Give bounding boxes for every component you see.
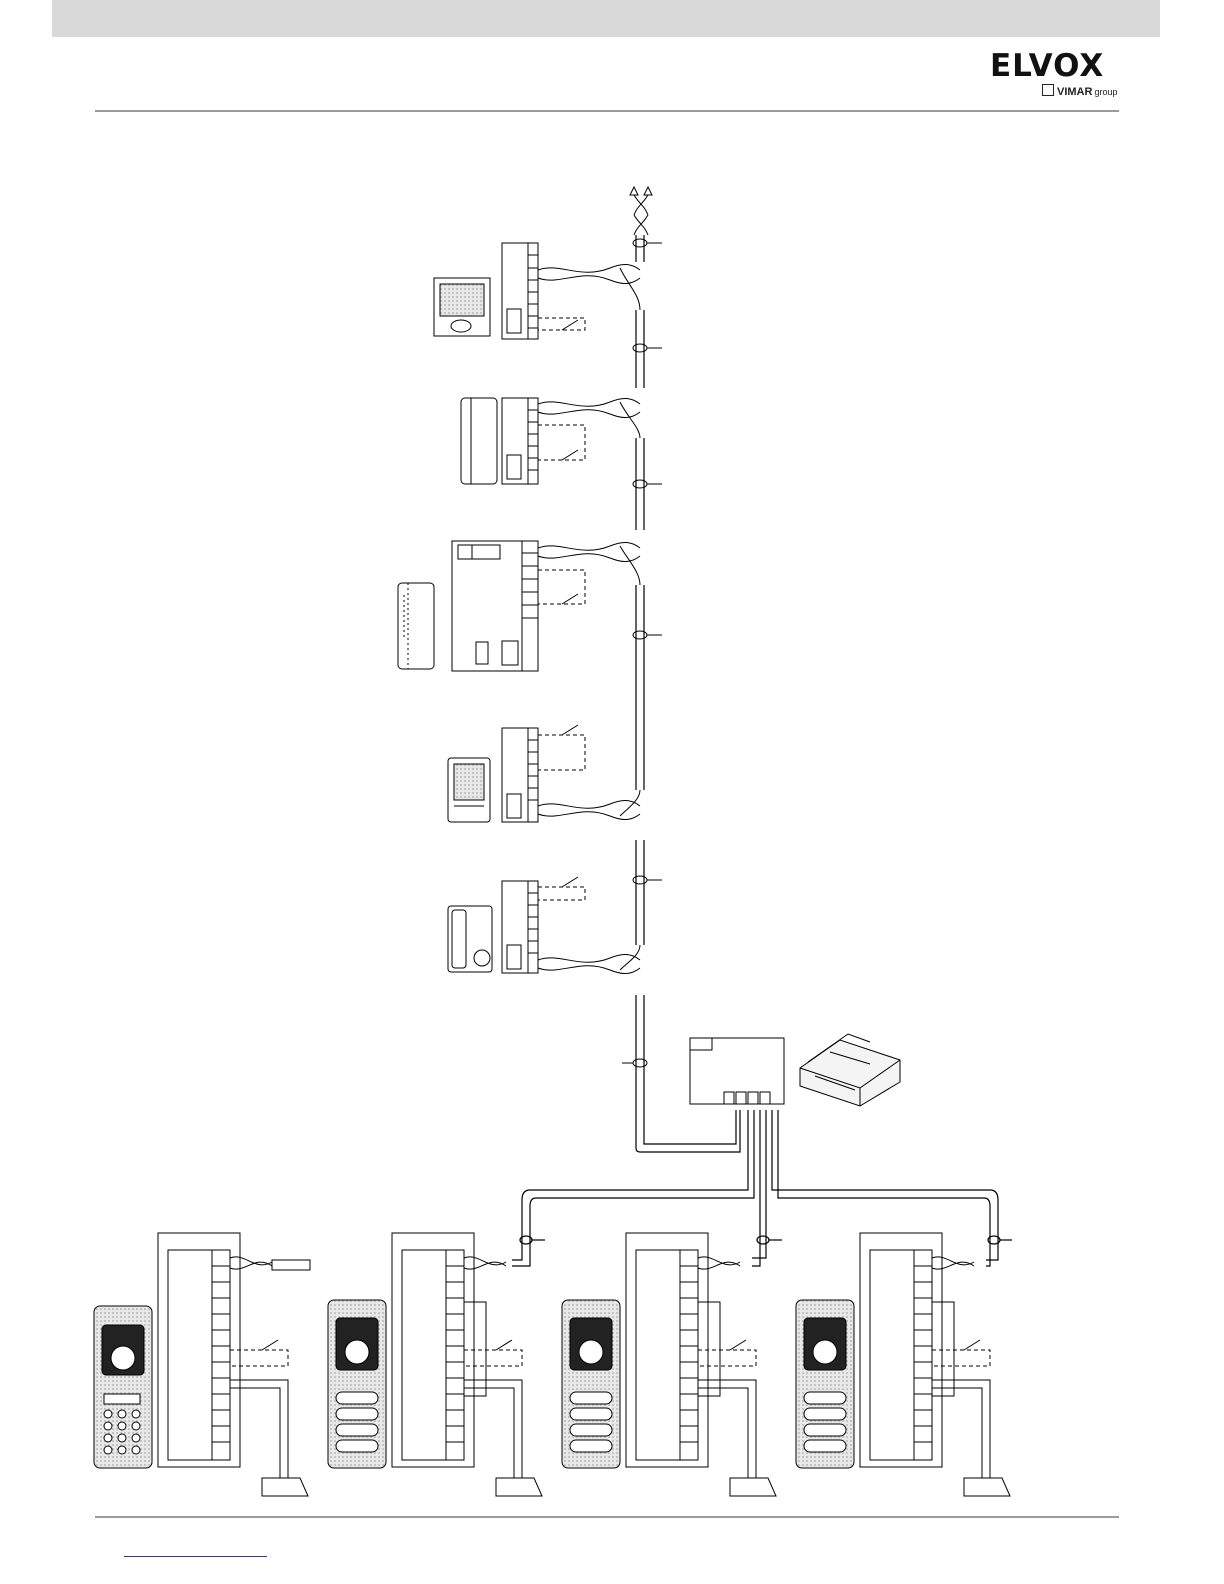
handset-interphone-icon — [461, 398, 497, 484]
apartment-unit-5 — [448, 877, 640, 974]
power-supply-unit — [690, 1034, 900, 1106]
entrance-panel-4 — [796, 1233, 1010, 1496]
riser-top-arrows — [630, 187, 652, 235]
handset-interphone-keypad-icon — [448, 906, 492, 972]
riser-cable — [636, 235, 740, 1152]
entrance-panel-1 — [94, 1233, 310, 1496]
apartment-unit-4 — [448, 725, 640, 822]
entrance-panel-2 — [328, 1233, 542, 1496]
entrance-panel-3 — [562, 1233, 776, 1496]
cable-markers — [622, 239, 662, 1067]
apartment-unit-1 — [434, 243, 640, 339]
handset-interphone-icon — [398, 583, 434, 669]
apartment-unit-3 — [398, 541, 640, 671]
footer-link-underline[interactable] — [124, 1556, 267, 1557]
apartment-unit-2 — [461, 398, 640, 484]
bottom-rule — [95, 1516, 1119, 1518]
din-rail-power-supply-icon — [800, 1034, 900, 1106]
